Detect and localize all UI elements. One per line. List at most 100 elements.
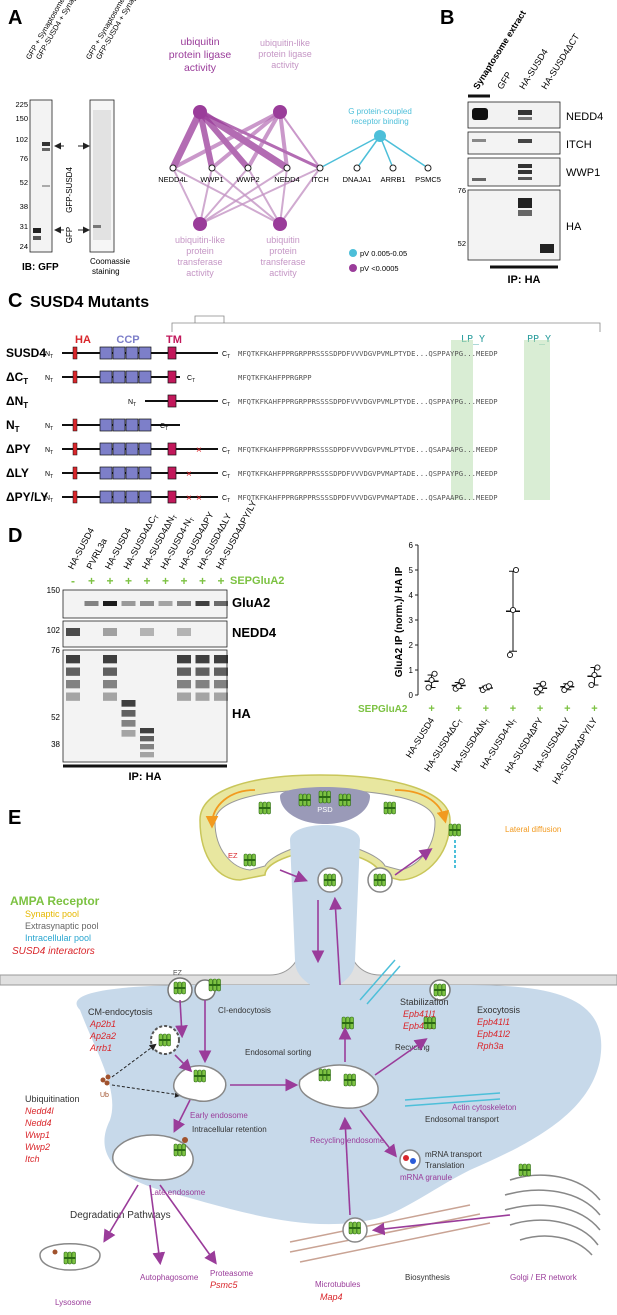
gene-label: WWP2 <box>236 175 259 184</box>
ub-label: Ubiquitination <box>25 1094 80 1104</box>
sequence: MFQTKFKAHFPPRGRPPRSSSSDPDFVVVDGVPVMLPTYD… <box>238 397 498 406</box>
sep-sign: + <box>537 703 543 715</box>
ib-label: IB: GFP <box>22 262 59 273</box>
gene-label: DNAJA1 <box>343 175 372 184</box>
blot-label: NEDD4 <box>566 111 603 123</box>
lane-label: GFP <box>495 70 513 91</box>
data-point <box>428 676 435 684</box>
sequence: MFQTKFKAHFPPRGRPP <box>238 373 312 382</box>
legend-item: Extrasynaptic pool <box>25 921 99 931</box>
go-network <box>169 105 432 231</box>
sequence: MFQTKFKAHFPPRGRPPRSSSSDPDFVVVDGVPVMLPTYD… <box>238 445 498 454</box>
motif-label: LP_Y <box>461 334 485 345</box>
mw-label: 52 <box>458 239 466 248</box>
data-point <box>431 670 438 677</box>
sep-sign: + <box>591 703 597 715</box>
go-node <box>273 217 287 231</box>
svg-text:CT: CT <box>187 375 195 384</box>
mw-label: 102 <box>47 626 61 635</box>
gene-node <box>169 164 177 172</box>
svg-text:NT: NT <box>45 471 53 480</box>
panel-b: B Synaptosome extract GFP HA-SUSD4 HA-SU… <box>440 7 603 286</box>
retention-label: Intracellular retention <box>192 1125 267 1134</box>
mutant-name: ΔLY <box>6 466 29 480</box>
data-point <box>485 683 492 690</box>
data-point <box>588 681 595 689</box>
blot-label: ITCH <box>566 139 592 151</box>
biosynthesis-label: Biosynthesis <box>405 1273 450 1282</box>
data-point <box>591 671 598 679</box>
data-point <box>594 664 601 671</box>
svg-text:NT: NT <box>128 399 136 408</box>
arrow-label-gfp-susd4: GFP-SUSD4 <box>65 167 74 213</box>
go-node <box>193 105 207 119</box>
sep-sign: + <box>199 574 206 588</box>
sequence: MFQTKFKAHFPPRGRPPRSSSSDPDFVVVDGVPVMAPTAD… <box>238 469 498 478</box>
mrna-granule-label: mRNA granule <box>400 1173 453 1182</box>
svg-text:NT: NT <box>45 375 53 384</box>
blot-label: WWP1 <box>566 167 600 179</box>
data-point <box>509 606 517 614</box>
psd-label: PSD <box>317 805 333 814</box>
transport-label: Endosomal transport <box>425 1115 500 1124</box>
gene-node <box>424 164 432 172</box>
legend-item: Synaptic pool <box>25 909 79 919</box>
gene-label: ARRB1 <box>380 175 405 184</box>
go-node <box>374 130 386 142</box>
gene: Itch <box>25 1154 40 1164</box>
mw-label: 150 <box>15 114 28 123</box>
legend-dot <box>349 249 357 257</box>
legend-label: pV 0.005-0.05 <box>360 249 407 258</box>
y-tick-label: 0 <box>409 691 414 700</box>
chart-glua2-ip: 0123456+HA-SUSD4+HA-SUSD4ΔCT+HA-SUSD4ΔNT… <box>404 541 602 786</box>
y-tick-label: 4 <box>409 591 414 600</box>
gene-node <box>353 164 361 172</box>
data-point <box>567 680 574 687</box>
autophagosome-label: Autophagosome <box>140 1273 199 1282</box>
svg-text:NT: NT <box>45 495 53 504</box>
lateral-label: Lateral diffusion <box>505 825 561 834</box>
blot-itch <box>467 131 561 155</box>
gene-node <box>316 164 324 172</box>
panel-c-label: C <box>8 290 22 312</box>
gene: Psmc5 <box>210 1280 239 1290</box>
recycling-label: Recycling <box>395 1043 430 1052</box>
mw-label: 31 <box>20 222 28 231</box>
sep-sign: + <box>217 574 224 588</box>
cm-endo-label: CM-endocytosis <box>88 1007 153 1017</box>
sep-sign: + <box>88 574 95 588</box>
gene: Nedd4 <box>25 1118 52 1128</box>
motif-label: PP_Y <box>527 334 551 345</box>
mw-label: 102 <box>15 135 28 144</box>
panel-a: A GFP + Synaptosomes GFP-SUSD4 + Synapto… <box>8 0 441 278</box>
svg-text:CT: CT <box>222 471 230 480</box>
gene: Epb41l2 <box>403 1021 436 1031</box>
ip-label: IP: HA <box>508 274 541 286</box>
sep-label: SEPGluA2 <box>230 575 284 587</box>
mutant-name: ΔCT <box>6 370 28 386</box>
gene: Epb41l2 <box>477 1029 510 1039</box>
panel-c-title: SUSD4 Mutants <box>30 294 149 311</box>
panel-b-label: B <box>440 7 454 29</box>
mw-label: 52 <box>20 178 28 187</box>
domain-label: TM <box>166 334 182 346</box>
mrna-transport-label: mRNA transport <box>425 1150 483 1159</box>
go-node <box>193 217 207 231</box>
mw-label: 76 <box>20 154 28 163</box>
panel-a-label: A <box>8 7 22 29</box>
mw-label: 225 <box>15 100 28 109</box>
proteasome-label: Proteasome <box>210 1269 254 1278</box>
lane-label: HA-SUSD4ΔCT <box>539 31 581 91</box>
gene-label: NEDD4L <box>158 175 188 184</box>
blot-label: HA <box>232 706 251 721</box>
y-tick-label: 6 <box>409 541 414 550</box>
y-tick-label: 1 <box>409 666 414 675</box>
mutant-name: NT <box>6 418 20 434</box>
sep-sign: + <box>455 703 461 715</box>
